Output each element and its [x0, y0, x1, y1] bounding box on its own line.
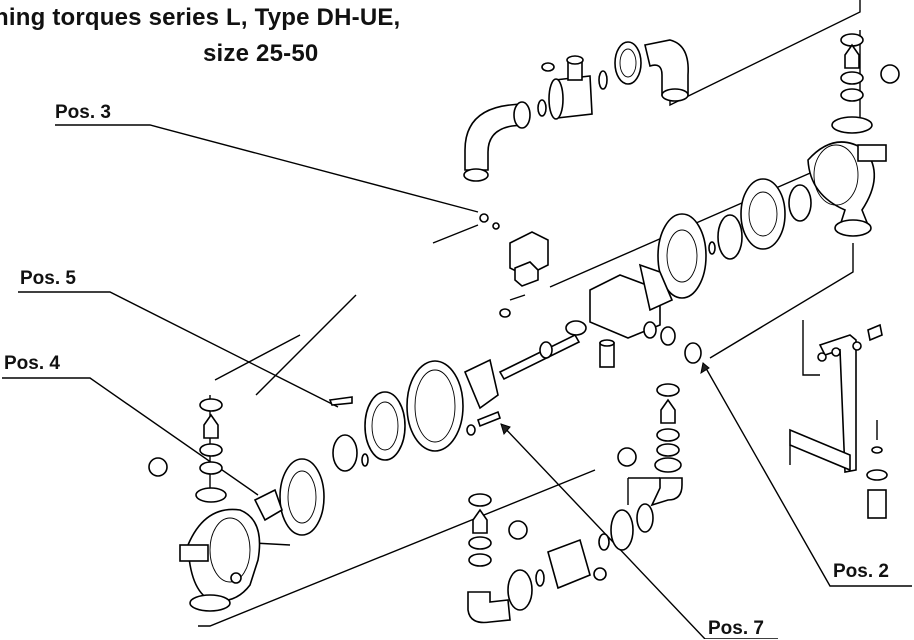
label-pos-7: Pos. 7: [708, 618, 764, 639]
diaphragm-shaft: [498, 333, 581, 381]
left-housing: [148, 457, 283, 612]
right-valve-stack: [831, 33, 900, 134]
centre-block: [499, 263, 702, 368]
right-housing: [807, 141, 887, 237]
diagram-title-line2: size 25-50: [203, 40, 319, 67]
left-valve-stack: [195, 398, 227, 503]
leader-pos-2: [702, 362, 912, 587]
upper-manifold: [463, 39, 689, 182]
label-pos-3: Pos. 3: [55, 102, 111, 123]
leader-lines: [2, 124, 912, 639]
leader-pos-7: [500, 423, 778, 639]
label-pos-5: Pos. 5: [20, 268, 76, 289]
arrow-pos-2: [700, 362, 710, 375]
leader-pos-3: [55, 124, 479, 213]
arrow-pos-7: [500, 423, 511, 436]
label-pos-2: Pos. 2: [833, 561, 889, 582]
right-lower-valve-stack: [617, 383, 682, 473]
mounting-bracket: [789, 320, 888, 519]
right-diaphragm-stack: [657, 178, 812, 299]
left-diaphragm-stack: [279, 358, 501, 536]
diagram-title-line1: hing torques series L, Type DH-UE,: [0, 4, 401, 31]
leader-pos-4: [2, 377, 259, 496]
pilot-valve: [479, 213, 549, 287]
leader-pos-5: [18, 291, 339, 408]
lower-manifold: [467, 477, 683, 624]
label-pos-4: Pos. 4: [4, 353, 60, 374]
